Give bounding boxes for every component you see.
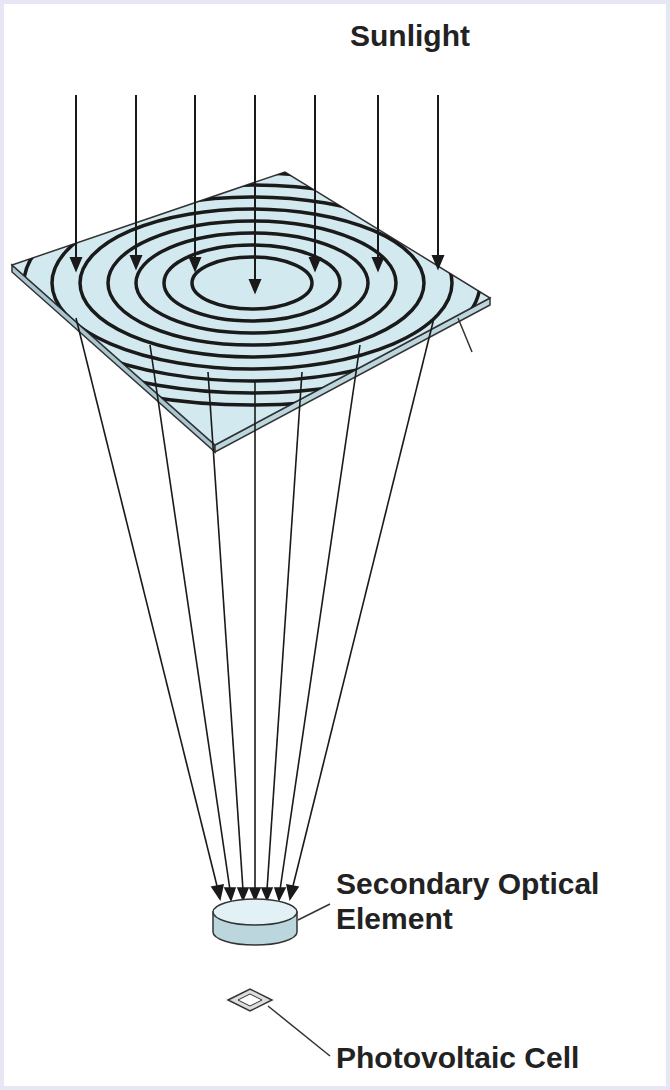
focused-ray [254, 380, 256, 890]
sun-ray [377, 95, 379, 262]
fresnel-ring [80, 209, 424, 357]
leader-line [458, 318, 472, 352]
part-label: Photovoltaic Cell [336, 1040, 579, 1075]
arrowhead [433, 256, 443, 268]
secondary-optic-top [213, 899, 297, 925]
arrowhead [71, 258, 81, 270]
pv-cell-face [238, 994, 262, 1006]
focused-ray [150, 345, 230, 890]
arrowhead [310, 258, 320, 270]
arrowhead [373, 258, 383, 270]
focused-ray [76, 318, 218, 890]
fresnel-ring [136, 233, 368, 333]
fresnel-rings [0, 161, 536, 405]
arrowhead [190, 258, 200, 270]
sunlight-label: Sunlight [350, 18, 470, 53]
sun-ray [75, 95, 77, 262]
pv-cell [228, 989, 272, 1011]
fresnel-ring [164, 245, 340, 321]
leader-line [298, 904, 330, 920]
arrowhead [287, 885, 298, 899]
sunlight-arrows [71, 95, 443, 292]
arrowhead [250, 888, 260, 900]
sun-ray [254, 95, 256, 284]
focused-ray [208, 372, 243, 890]
focused-ray [292, 318, 434, 890]
arrowhead [275, 888, 285, 900]
arrowhead [250, 280, 260, 292]
arrowhead [131, 256, 141, 268]
focused-ray [267, 372, 302, 890]
focused-rays [76, 318, 434, 900]
fresnel-ring [0, 161, 536, 405]
sun-ray [194, 95, 196, 262]
sun-ray [437, 95, 439, 260]
arrowhead [225, 888, 235, 900]
sun-ray [135, 95, 137, 260]
sun-ray [314, 95, 316, 262]
arrowhead [212, 885, 223, 899]
leader-line [268, 1006, 330, 1056]
focused-ray [280, 345, 360, 890]
fresnel-ring [192, 257, 312, 309]
part-label: Secondary Optical Element [336, 866, 658, 937]
fresnel-ring [24, 185, 480, 381]
arrowhead [238, 888, 248, 900]
fresnel-ring [108, 221, 396, 345]
arrowhead [262, 888, 272, 900]
fresnel-ring [52, 197, 452, 369]
